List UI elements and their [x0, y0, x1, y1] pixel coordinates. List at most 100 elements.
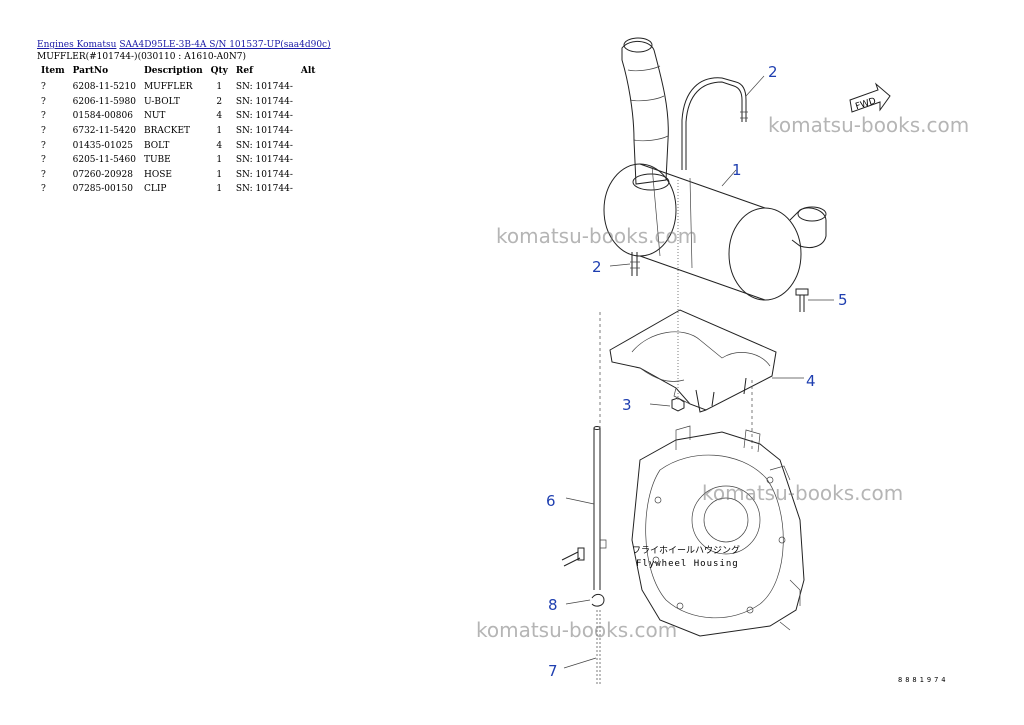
- col-header-alt: Alt: [300, 66, 316, 76]
- col-header-description: Description: [143, 66, 203, 76]
- table-row: ? 07285-00150 CLIP 1 SN: 101744-: [37, 182, 319, 197]
- breadcrumb: Engines Komatsu SAA4D95LE-3B-4A S/N 1015…: [37, 40, 331, 51]
- page-title: MUFFLER(#101744-)(030110 : A1610-A0N7): [37, 52, 246, 62]
- cell-alt: [297, 153, 320, 168]
- cell-alt: [297, 80, 320, 95]
- breadcrumb-link-model[interactable]: SAA4D95LE-3B-4A S/N 101537-UP(saa4d90c): [119, 40, 331, 50]
- side-bolt: [561, 547, 585, 567]
- watermark: komatsu-books.com: [476, 618, 678, 642]
- cell-ref: SN: 101744-: [235, 111, 293, 122]
- cell-ref: SN: 101744-: [235, 82, 293, 93]
- table-row: ? 07260-20928 HOSE 1 SN: 101744-: [37, 168, 319, 183]
- leader-lines: [563, 75, 834, 669]
- cell-ref: SN: 101744-: [235, 96, 293, 107]
- u-bolt-lower-end: [630, 252, 640, 276]
- watermark: komatsu-books.com: [768, 113, 970, 137]
- callout-5: 5: [838, 291, 848, 309]
- cell-alt: [297, 182, 320, 197]
- col-header-partno: PartNo: [72, 66, 109, 76]
- cell-qty: 2: [216, 96, 223, 107]
- fwd-arrow-icon: FWD: [849, 82, 891, 113]
- cell-alt: [297, 95, 320, 110]
- watermark: komatsu-books.com: [496, 224, 698, 248]
- cell-partno: 07285-00150: [72, 184, 133, 195]
- table-header-row: Item PartNo Description Qty Ref Alt: [37, 66, 319, 80]
- drawing-code: 8881974: [898, 676, 949, 684]
- cell-partno: 01584-00806: [72, 111, 133, 122]
- cell-description: BRACKET: [143, 126, 191, 137]
- cell-qty: 1: [216, 82, 223, 93]
- cell-ref: SN: 101744-: [235, 169, 293, 180]
- cell-item: ?: [41, 155, 46, 166]
- cell-qty: 1: [216, 155, 223, 166]
- table-row: ? 6208-11-5210 MUFFLER 1 SN: 101744-: [37, 80, 319, 95]
- cell-partno: 6732-11-5420: [72, 126, 136, 137]
- cell-item: ?: [41, 169, 46, 180]
- cell-item: ?: [41, 96, 46, 107]
- cell-partno: 07260-20928: [72, 169, 133, 180]
- assembly-centerlines: [599, 180, 753, 450]
- housing-label-jp: フライホイールハウジング: [632, 544, 740, 556]
- cell-alt: [297, 124, 320, 139]
- cell-qty: 4: [216, 111, 223, 122]
- col-header-item: Item: [41, 66, 65, 76]
- cell-partno: 6205-11-5460: [72, 155, 136, 166]
- cell-qty: 1: [216, 126, 223, 137]
- nut-3: [671, 397, 685, 412]
- cell-item: ?: [41, 111, 46, 122]
- housing-label-en: Flywheel Housing: [636, 559, 739, 569]
- cell-partno: 6208-11-5210: [72, 82, 136, 93]
- cell-alt: [297, 168, 320, 183]
- parts-table: Item PartNo Description Qty Ref Alt ? 62…: [37, 66, 319, 197]
- cell-description: BOLT: [143, 140, 170, 151]
- svg-text:FWD: FWD: [854, 96, 877, 112]
- col-header-qty: Qty: [210, 66, 228, 76]
- muffler-body: [603, 163, 827, 301]
- callout-1: 1: [732, 161, 742, 179]
- callout-8: 8: [548, 596, 558, 614]
- flywheel-housing: フライホイールハウジング Flywheel Housing: [631, 425, 805, 637]
- hose: [596, 610, 601, 684]
- cell-alt: [297, 109, 320, 124]
- col-header-ref: Ref: [235, 66, 253, 76]
- callout-4: 4: [806, 372, 816, 390]
- cell-description: MUFFLER: [143, 82, 193, 93]
- table-row: ? 6732-11-5420 BRACKET 1 SN: 101744-: [37, 124, 319, 139]
- cell-ref: SN: 101744-: [235, 126, 293, 137]
- cell-description: CLIP: [143, 184, 167, 195]
- tube: [593, 426, 607, 590]
- cell-partno: 01435-01025: [72, 140, 133, 151]
- cell-description: NUT: [143, 111, 166, 122]
- cell-qty: 1: [216, 184, 223, 195]
- breadcrumb-link-engines[interactable]: Engines Komatsu: [37, 40, 117, 50]
- callout-6: 6: [546, 492, 556, 510]
- cell-ref: SN: 101744-: [235, 184, 293, 195]
- table-row: ? 01584-00806 NUT 4 SN: 101744-: [37, 109, 319, 124]
- table-row: ? 6206-11-5980 U-BOLT 2 SN: 101744-: [37, 95, 319, 110]
- cell-item: ?: [41, 126, 46, 137]
- cell-description: U-BOLT: [143, 96, 180, 107]
- watermark: komatsu-books.com: [702, 481, 904, 505]
- cell-ref: SN: 101744-: [235, 155, 293, 166]
- callout-3: 3: [622, 396, 632, 414]
- u-bolt-top: [681, 77, 748, 170]
- cell-description: TUBE: [143, 155, 171, 166]
- cell-alt: [297, 138, 320, 153]
- bolt-5: [795, 288, 809, 312]
- cell-qty: 4: [216, 140, 223, 151]
- cell-ref: SN: 101744-: [235, 140, 293, 151]
- exploded-parts-diagram: フライホイールハウジング Flywheel Housing FWD: [546, 37, 891, 684]
- clip: [591, 593, 605, 607]
- exhaust-elbow-pipe: [621, 37, 670, 191]
- cell-item: ?: [41, 82, 46, 93]
- cell-qty: 1: [216, 169, 223, 180]
- cell-partno: 6206-11-5980: [72, 96, 136, 107]
- cell-item: ?: [41, 184, 46, 195]
- table-row: ? 6205-11-5460 TUBE 1 SN: 101744-: [37, 153, 319, 168]
- bracket: [609, 309, 777, 413]
- cell-item: ?: [41, 140, 46, 151]
- callout-7: 7: [548, 662, 558, 680]
- table-row: ? 01435-01025 BOLT 4 SN: 101744-: [37, 138, 319, 153]
- callout-2-top: 2: [768, 63, 778, 81]
- callout-2-lower: 2: [592, 258, 602, 276]
